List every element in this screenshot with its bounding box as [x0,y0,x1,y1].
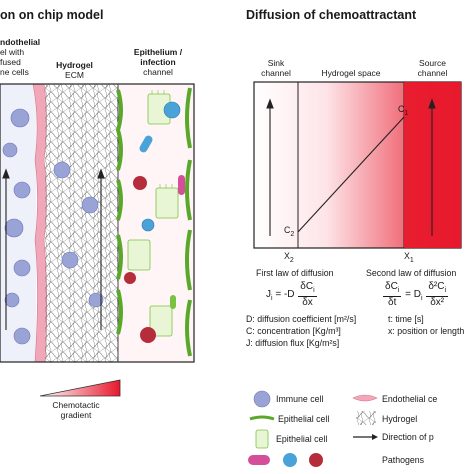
channel-label: channel [143,67,173,77]
columnar-epithelial-cells [127,93,179,337]
second-law-label: Second law of diffusion [366,268,457,278]
def-position: x: position or length [388,326,465,336]
epithelial-cell-icon [249,415,275,421]
concentration-line [297,116,405,233]
epithelial-layer-right [185,87,192,357]
first-law-label: First law of diffusion [256,268,334,278]
endothelial-cell-icon [352,394,378,402]
pathogens-red [124,176,156,343]
chip-border [0,83,195,363]
hydrogel-icon [356,411,376,425]
legend-pathogens: Pathogens [382,455,425,465]
def-time: t: time [s] [388,314,424,324]
sink-label-1: Sink [267,58,285,68]
epithelial-layer-left [115,89,123,335]
x1-label: X1 [404,251,414,264]
epithelium-label: Epithelium / [133,47,183,57]
x2-label: X2 [284,251,294,264]
gradient-label-1: Chemotactic [52,400,100,410]
immune-cells [2,108,104,345]
source-label-1: Source [419,58,446,68]
source-label-2: channel [417,68,448,78]
def-diffusion-coefficient: D: diffusion coefficient [m²/s] [246,314,357,324]
legend-hydrogel: Hydrogel [382,414,418,424]
cell-cilia [151,90,173,188]
def-diffusion-flux: J: diffusion flux [Kg/m²s] [246,338,340,348]
hydrogel-ecm [45,84,118,362]
legend-endothelial-cell: Endothelial ce [382,394,438,404]
gradient-label-2: gradient [60,410,92,420]
columnar-cell-icon [255,429,269,449]
pathogens-rod [139,135,185,309]
direction-arrow-icon [353,434,378,440]
endothelial-label-4: ne cells [0,67,29,77]
pathogens-blue [141,101,181,232]
endothelial-label-2: el with [0,47,25,57]
right-panel-title: Diffusion of chemoattractant [246,8,417,22]
legend-epithelial-cell-2: Epithelial cell [276,434,328,444]
c2-label: C2 [284,225,295,238]
immune-cell-icon [253,390,271,408]
hydrogel-label: Hydrogel [56,60,93,70]
endothelial-label-1: ndothelial [0,37,41,47]
hydrogel-space-label: Hydrogel space [321,68,381,78]
ecm-label: ECM [65,70,84,80]
infection-label: infection [140,57,176,67]
endothelial-label-3: fused [0,57,21,67]
flow-arrows [266,98,436,236]
legend-direction: Direction of p [382,432,434,442]
def-concentration: C: concentration [Kg/m³] [246,326,341,336]
sink-label-2: channel [261,68,291,78]
pathogen-legend-icons [248,453,323,467]
c1-label: C1 [398,104,409,117]
chemotactic-gradient-bar [39,379,121,397]
left-panel-title: on on chip model [0,8,104,22]
legend-epithelial-cell-1: Epithelial cell [278,414,330,424]
legend-immune-cell: Immune cell [276,394,324,404]
migration-arrows [2,168,105,330]
